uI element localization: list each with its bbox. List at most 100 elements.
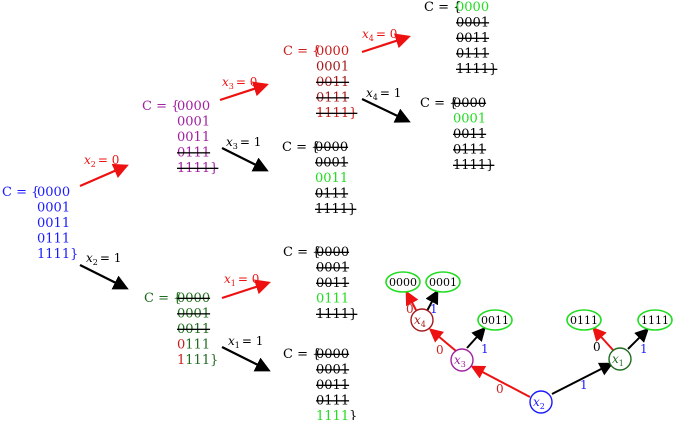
- set-x2-1-prefix: C = {: [144, 291, 181, 306]
- code-word-root-1: 0001: [37, 201, 70, 216]
- code-word-x2-1-4: 1111}: [177, 353, 218, 368]
- code-word-x3-0-0: 0000: [316, 44, 349, 59]
- code-word-x2-0-2: 0011: [177, 130, 210, 145]
- code-word-x2-1-0: 0000: [177, 291, 210, 306]
- branch-x4-0-arrow: [361, 33, 411, 54]
- edge-x3-x4: [428, 328, 457, 352]
- branch-x3-1: x3= 1: [221, 135, 269, 172]
- branch-x3-1-label: x3= 1: [226, 135, 261, 151]
- svg-text:x4: x4: [414, 313, 426, 329]
- branch-x3-0: x3= 0: [219, 75, 269, 102]
- svg-text:x1: x1: [612, 352, 624, 368]
- code-word-root-4: 1111}: [37, 247, 78, 262]
- branch-x3-0-arrow: [219, 81, 269, 102]
- edge-label-x1-1111: 1: [640, 342, 648, 356]
- edge-label-x2-x1: 1: [580, 378, 588, 392]
- svg-text:1111: 1111: [641, 314, 669, 327]
- code-word-x3-1-3: 0111: [315, 187, 348, 202]
- tree-node-x4: x4: [410, 308, 434, 332]
- branch-x2-1: x2= 1: [79, 251, 129, 290]
- edge-x4-0000: [405, 290, 419, 311]
- code-word-x3-1-1: 0001: [315, 156, 348, 171]
- branch-x1-0: x1= 0: [221, 272, 271, 300]
- tree-leaf-0000: 0000: [385, 271, 421, 293]
- code-word-x3-0-2: 0011: [316, 75, 349, 90]
- code-word-x3-1-0: 0000: [315, 140, 348, 155]
- branch-x4-0: x4= 0: [361, 27, 411, 54]
- tree-leaf-1111: 1111: [637, 309, 673, 331]
- set-x1-0-prefix: C = {: [283, 245, 320, 260]
- code-word-x2-0-1: 0001: [177, 115, 210, 130]
- set-x3-0-prefix: C = {: [283, 44, 320, 59]
- code-word-root-2: 0011: [37, 216, 70, 231]
- branch-x1-1-label: x1= 1: [228, 334, 263, 350]
- set-x1-1-prefix: C = {: [283, 347, 320, 362]
- code-word-x2-1-2: 0011: [177, 322, 210, 337]
- set-x4-1-prefix: C = {: [420, 96, 457, 111]
- code-word-root-3: 0111: [37, 232, 70, 247]
- code-word-x1-0-1: 0001: [316, 261, 349, 276]
- edge-label-x3-0011: 1: [481, 342, 489, 356]
- set-x4-0-prefix: C = {: [424, 0, 461, 15]
- svg-text:x2: x2: [533, 395, 545, 411]
- svg-text:0111: 0111: [570, 314, 598, 327]
- tree-leaf-0001: 0001: [425, 271, 461, 293]
- set-x3-1-prefix: C = {: [282, 140, 319, 155]
- code-word-x2-0-4: 1111}: [177, 161, 218, 176]
- edge-x3-0011: [466, 326, 486, 349]
- code-word-x2-1-3: 0111: [177, 338, 210, 353]
- code-word-x4-0-0: 0000: [456, 0, 489, 15]
- branch-x1-1-arrow: [221, 346, 271, 372]
- tree-node-x2: x2: [529, 390, 553, 414]
- edge-x2-x1: [551, 362, 614, 395]
- branch-x3-1-arrow: [221, 147, 269, 172]
- code-word-x1-1-3: 0111: [316, 394, 349, 409]
- code-word-x1-1-0: 0000: [316, 347, 349, 362]
- code-word-x4-1-1: 0001: [453, 112, 486, 127]
- code-word-x1-1-4: 1111}: [316, 409, 357, 420]
- decision-tree: 0 1 0 1 0 1 0 1 x2 x3 x4 x1 0000: [385, 271, 673, 414]
- code-word-x1-0-4: 1111}: [316, 307, 357, 322]
- edge-label-x2-x3: 0: [496, 382, 504, 396]
- branch-x1-0-label: x1= 0: [224, 272, 259, 288]
- code-word-x4-0-3: 0111: [456, 47, 489, 62]
- code-word-x3-0-1: 0001: [316, 60, 349, 75]
- code-word-root-0: 0000: [37, 185, 70, 200]
- branch-x2-0-arrow: [79, 163, 129, 188]
- tree-node-x1: x1: [608, 347, 632, 371]
- code-word-x4-0-1: 0001: [456, 16, 489, 31]
- svg-text:0000: 0000: [389, 276, 417, 289]
- edge-label-x1-0111: 0: [593, 340, 601, 354]
- edge-label-x4-0001: 1: [430, 302, 438, 316]
- set-x2-0-prefix: C = {: [142, 99, 179, 114]
- code-word-x4-1-2: 0011: [453, 127, 486, 142]
- branch-x2-1-arrow: [79, 264, 129, 290]
- edge-x1-0111: [592, 326, 614, 351]
- branch-x1-0-arrow: [221, 279, 271, 300]
- branch-x4-1-arrow: [361, 98, 411, 123]
- code-word-x1-0-2: 0011: [316, 276, 349, 291]
- code-word-x3-0-3: 0111: [316, 91, 349, 106]
- code-word-x3-1-2: 0011: [315, 171, 348, 186]
- branch-x2-1-label: x2= 1: [86, 251, 121, 267]
- code-word-x2-0-0: 0000: [177, 99, 210, 114]
